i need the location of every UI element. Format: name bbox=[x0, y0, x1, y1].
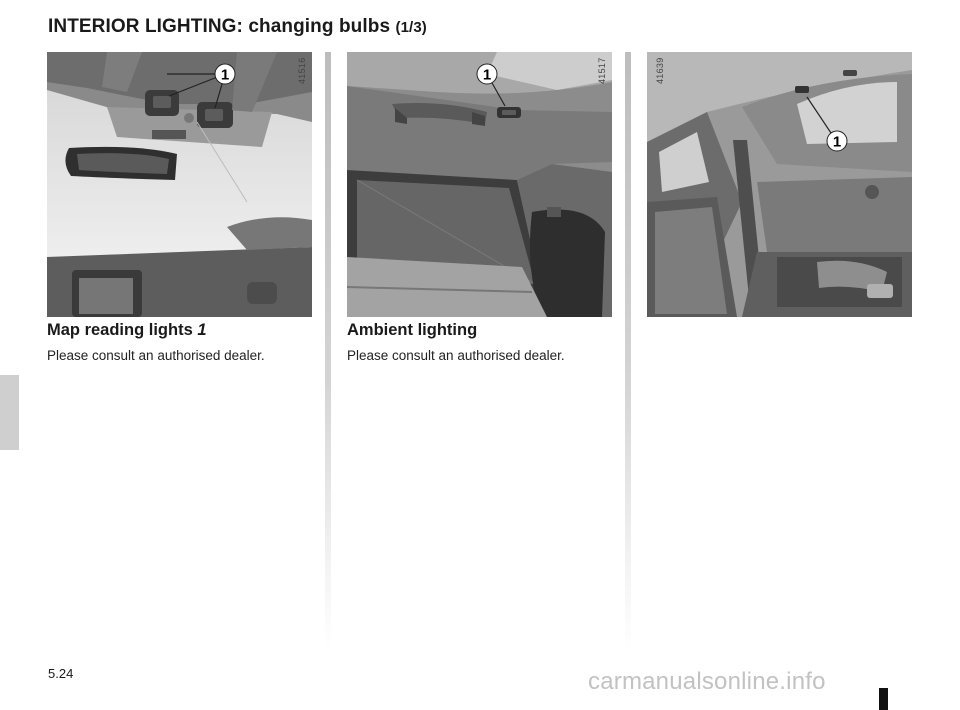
title-text: INTERIOR LIGHTING: changing bulbs bbox=[48, 16, 391, 37]
callout-2: 1 bbox=[483, 67, 491, 84]
heading-ref-1: 1 bbox=[197, 321, 207, 339]
map-reading-lights-heading: Map reading lights 1 bbox=[47, 321, 207, 340]
column-divider-1 bbox=[325, 52, 331, 652]
map-reading-lights-photo: 1 bbox=[47, 52, 312, 317]
ambient-lighting-text: Please consult an authorised dealer. bbox=[347, 348, 565, 363]
image-ref-3: 41639 bbox=[655, 57, 665, 84]
title-part: (1/3) bbox=[395, 19, 427, 36]
callout-1: 1 bbox=[221, 67, 229, 84]
column-divider-2 bbox=[625, 52, 631, 652]
chapter-tab bbox=[0, 375, 19, 450]
image-ref-2: 41517 bbox=[597, 57, 607, 84]
callout-3: 1 bbox=[833, 134, 841, 151]
ambient-lighting-heading: Ambient lighting bbox=[347, 321, 478, 339]
map-reading-lights-text: Please consult an authorised dealer. bbox=[47, 348, 265, 363]
page-title: INTERIOR LIGHTING: changing bulbs (1/3) bbox=[48, 16, 427, 38]
image-ref-1: 41516 bbox=[297, 57, 307, 84]
heading-text-1: Map reading lights bbox=[47, 321, 193, 339]
ambient-lighting-photo: 1 bbox=[347, 52, 612, 317]
luggage-area-lighting-photo: 1 bbox=[647, 52, 912, 317]
page-number: 5.24 bbox=[48, 666, 74, 681]
page-corner-mark bbox=[879, 688, 888, 710]
watermark-text: carmanualsonline.info bbox=[588, 668, 826, 695]
